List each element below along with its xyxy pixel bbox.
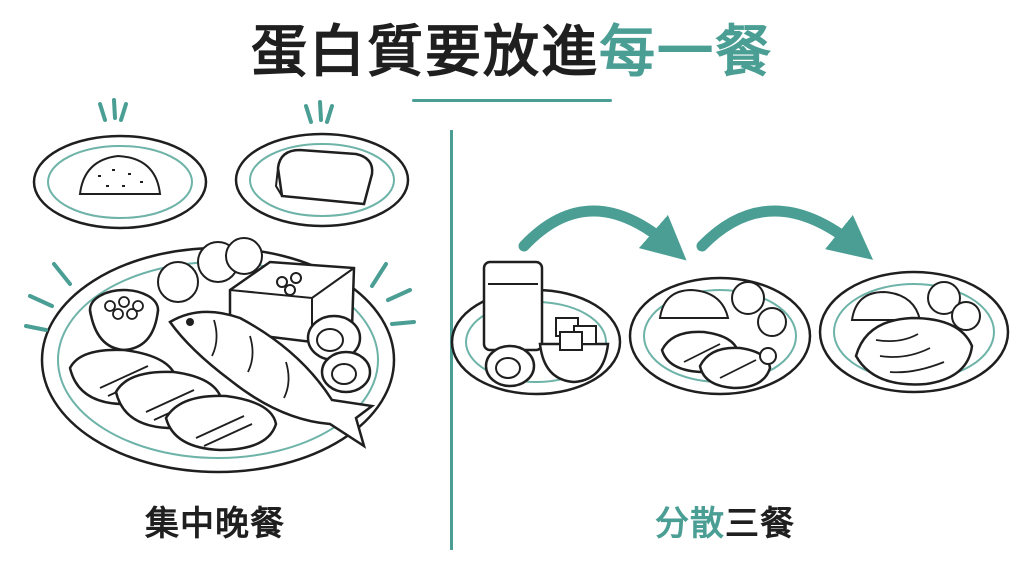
left-caption: 集中晚餐 — [145, 504, 285, 544]
lunch-plate — [628, 276, 812, 396]
page-title: 蛋白質要放進每一餐 — [0, 18, 1024, 88]
arrow-two — [696, 205, 874, 260]
left-small-plate-toast — [234, 100, 410, 228]
left-big-plate — [24, 237, 416, 474]
dinner-plate — [818, 270, 1010, 394]
right-caption-accent: 分散 — [655, 504, 725, 544]
right-caption-rest: 三餐 — [725, 504, 795, 544]
breakfast-plate — [450, 260, 622, 396]
arrow-one — [518, 205, 687, 261]
title-underline — [412, 99, 612, 102]
right-caption: 分散三餐 — [655, 502, 795, 546]
title-accent: 每一餐 — [599, 20, 773, 85]
title-main: 蛋白質要放進 — [251, 20, 599, 85]
left-small-plate-rice — [32, 98, 208, 230]
